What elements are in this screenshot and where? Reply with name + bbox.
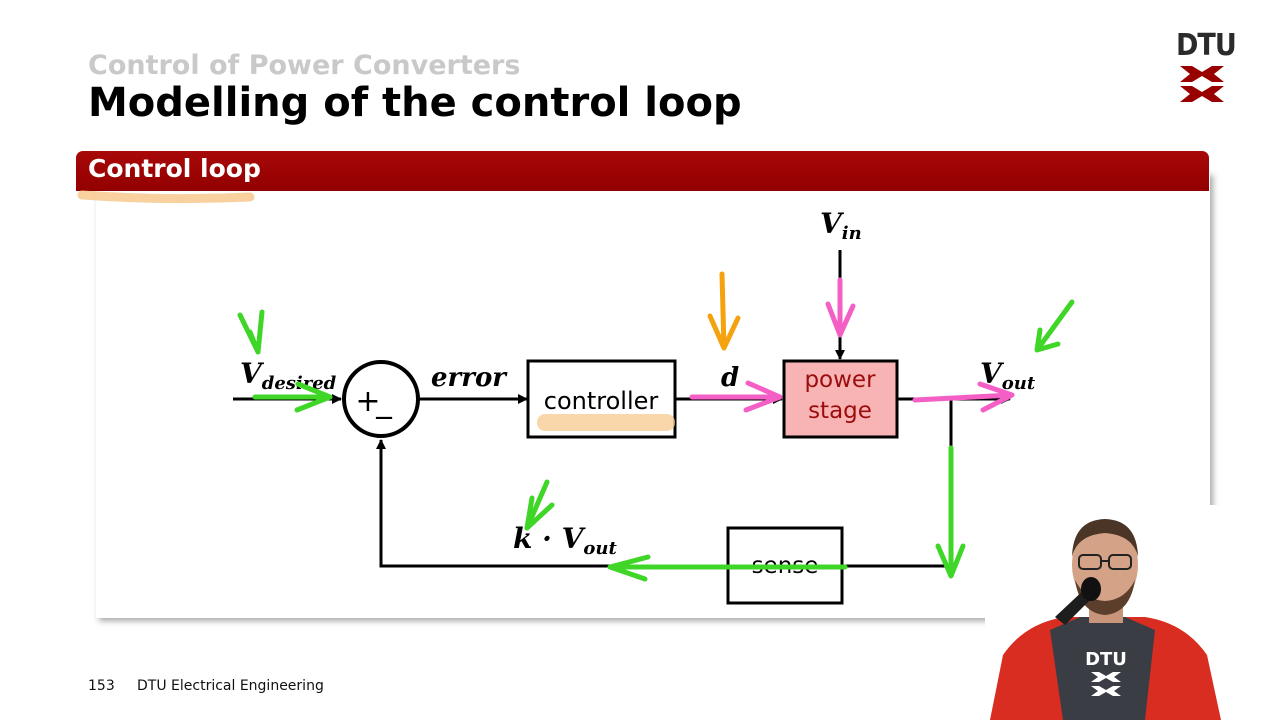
presenter-webcam: DTU <box>985 505 1225 720</box>
summer-minus: − <box>373 403 395 433</box>
error-label: error <box>431 363 508 393</box>
power-stage-label-2: stage <box>808 398 872 424</box>
page-number: 153 <box>88 678 115 694</box>
section-title: Control loop <box>88 154 261 183</box>
dtu-logo-mark <box>1180 66 1224 102</box>
controller-label: controller <box>544 387 659 415</box>
annotation-pink-strokes <box>689 277 1015 413</box>
controller-highlight <box>537 414 675 431</box>
shirt-logo-text: DTU <box>1085 649 1127 670</box>
duty-label: d <box>721 363 739 393</box>
slide-title: Modelling of the control loop <box>88 80 742 126</box>
footer-organization: DTU Electrical Engineering <box>137 678 324 694</box>
course-title: Control of Power Converters <box>88 50 521 81</box>
power-stage-label-1: power <box>804 367 876 393</box>
v-in-label: Vin <box>820 207 862 244</box>
section-title-highlight <box>77 190 255 204</box>
v-desired-label: Vdesired <box>240 357 337 394</box>
annotation-orange-strokes <box>707 271 741 351</box>
power-stage-block <box>782 359 899 439</box>
dtu-logo: DTU <box>1176 28 1237 63</box>
annotation-green-strokes <box>237 299 1075 582</box>
summer-plus: + <box>355 384 380 419</box>
section-header-bar <box>76 151 1209 191</box>
